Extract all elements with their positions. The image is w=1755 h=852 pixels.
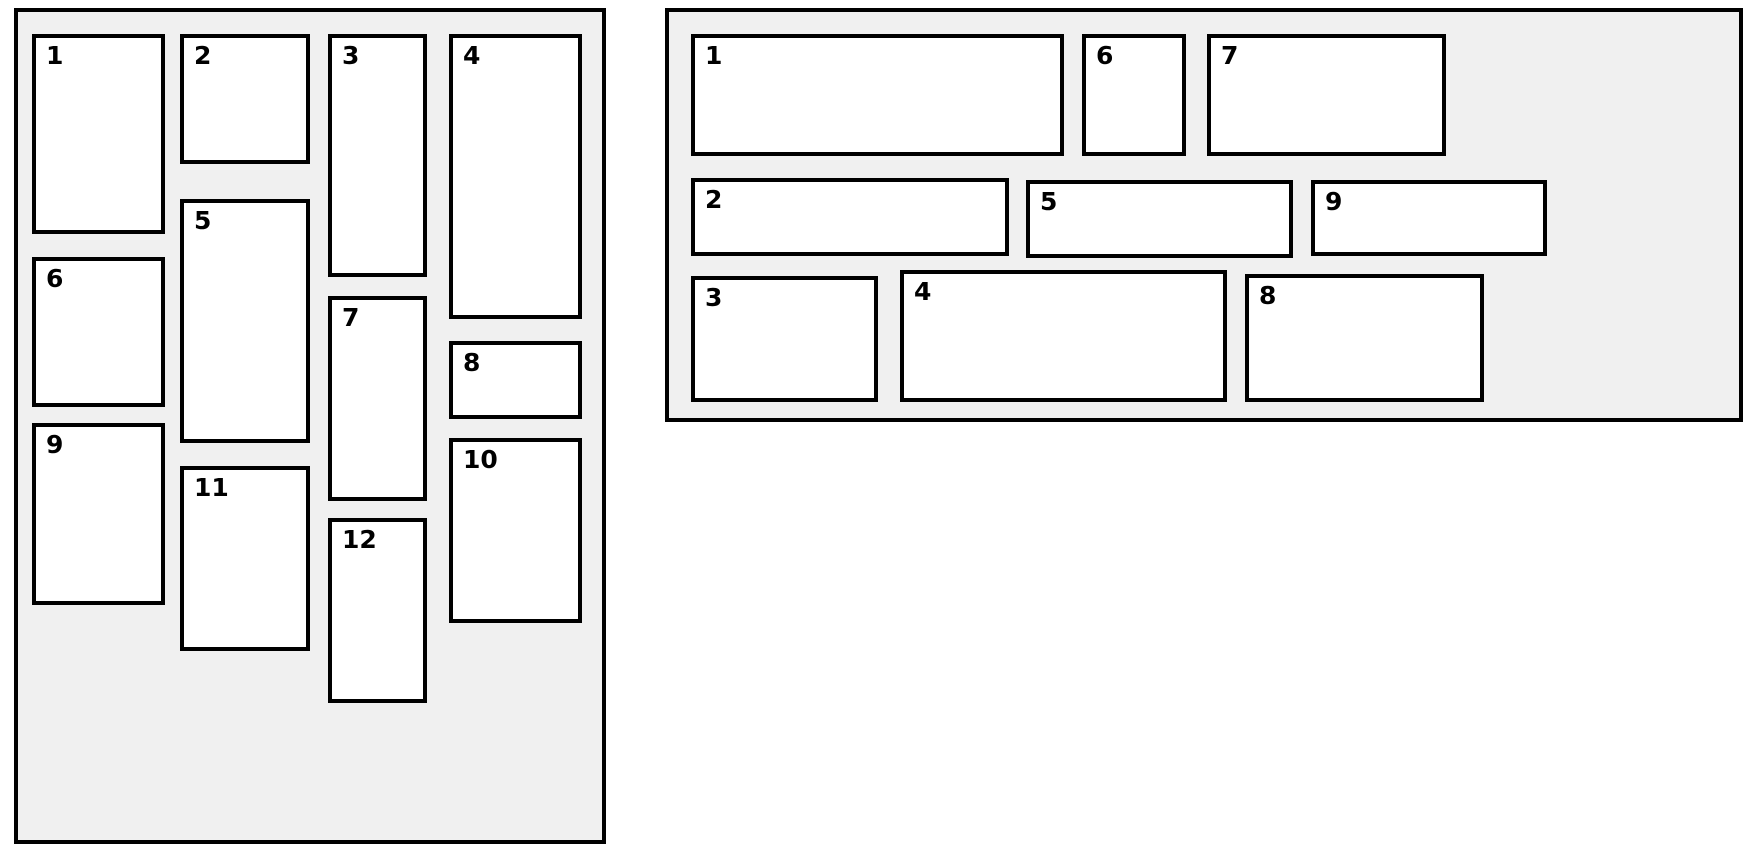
cell-label: 8 (1259, 281, 1277, 310)
cell-label: 1 (46, 41, 64, 70)
cell-2[interactable]: 2 (180, 34, 310, 164)
cell-8[interactable]: 8 (449, 341, 582, 419)
right-panel: 1 6 7 2 5 9 3 4 8 (665, 8, 1743, 422)
cell-label: 1 (705, 41, 723, 70)
cell-7[interactable]: 7 (328, 296, 427, 501)
cell-3[interactable]: 3 (691, 276, 878, 402)
cell-label: 4 (914, 277, 932, 306)
cell-label: 10 (463, 445, 498, 474)
cell-1[interactable]: 1 (32, 34, 165, 234)
cell-6[interactable]: 6 (32, 257, 165, 407)
cell-7[interactable]: 7 (1207, 34, 1446, 156)
cell-label: 2 (705, 185, 723, 214)
cell-10[interactable]: 10 (449, 438, 582, 623)
cell-label: 3 (342, 41, 360, 70)
cell-label: 7 (342, 303, 360, 332)
cell-9[interactable]: 9 (1311, 180, 1547, 256)
cell-4[interactable]: 4 (449, 34, 582, 319)
cell-label: 4 (463, 41, 481, 70)
cell-label: 2 (194, 41, 212, 70)
cell-2[interactable]: 2 (691, 178, 1009, 256)
cell-label: 9 (1325, 187, 1343, 216)
cell-label: 3 (705, 283, 723, 312)
cell-label: 11 (194, 473, 229, 502)
cell-label: 5 (1040, 187, 1058, 216)
cell-label: 6 (1096, 41, 1114, 70)
cell-label: 7 (1221, 41, 1239, 70)
cell-1[interactable]: 1 (691, 34, 1064, 156)
cell-4[interactable]: 4 (900, 270, 1227, 402)
cell-5[interactable]: 5 (180, 199, 310, 443)
cell-9[interactable]: 9 (32, 423, 165, 605)
cell-12[interactable]: 12 (328, 518, 427, 703)
cell-8[interactable]: 8 (1245, 274, 1484, 402)
cell-label: 12 (342, 525, 377, 554)
cell-label: 9 (46, 430, 64, 459)
cell-label: 6 (46, 264, 64, 293)
cell-5[interactable]: 5 (1026, 180, 1293, 258)
cell-3[interactable]: 3 (328, 34, 427, 277)
cell-6[interactable]: 6 (1082, 34, 1186, 156)
cell-11[interactable]: 11 (180, 466, 310, 651)
cell-label: 5 (194, 206, 212, 235)
cell-label: 8 (463, 348, 481, 377)
